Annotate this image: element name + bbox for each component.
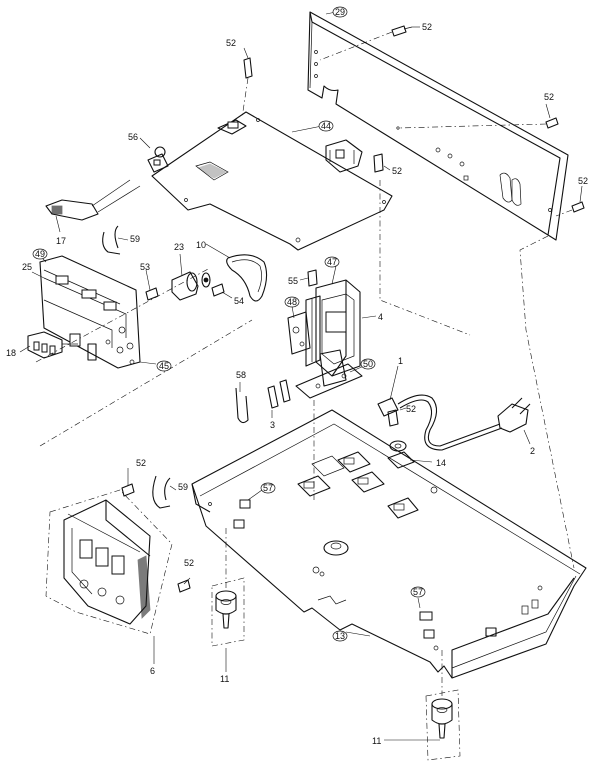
callout-48-text: 48 (287, 297, 297, 307)
screw-52-rear-right (545, 117, 559, 129)
part-23-motor-pulley (171, 271, 211, 301)
callout-44: 44 (318, 120, 334, 132)
callout-58: 58 (236, 370, 246, 380)
part-11-foot-right (425, 650, 461, 761)
callout-57-upper-text: 57 (263, 483, 273, 493)
callout-52-plate-right: 52 (392, 166, 402, 176)
part-14-bushing (387, 440, 415, 469)
callout-44-text: 44 (321, 121, 331, 131)
callout-56: 56 (128, 132, 138, 142)
callout-59-top: 59 (130, 234, 140, 244)
callout-55: 55 (288, 276, 298, 286)
callout-14: 14 (436, 458, 446, 468)
part-56-knob (147, 146, 169, 173)
part-59-clip-top (102, 225, 121, 255)
screw-55 (307, 269, 318, 287)
callout-29-text: 29 (335, 7, 345, 17)
part-18-connectors (27, 331, 78, 359)
screw-52-rear-top (391, 25, 413, 37)
callout-59-lower: 59 (178, 482, 188, 492)
callout-3: 3 (270, 420, 275, 430)
part-3-fuses (267, 379, 291, 409)
callout-47: 47 (324, 256, 340, 268)
screw-53 (145, 287, 159, 301)
part-59-clip-lower (152, 475, 171, 509)
callout-2: 2 (530, 446, 535, 456)
callout-17: 17 (56, 236, 66, 246)
callout-48: 48 (284, 296, 300, 308)
part-58-clip (235, 387, 249, 424)
top-pcb-plate (151, 111, 393, 251)
callout-45: 45 (156, 360, 172, 372)
callout-47-text: 47 (327, 257, 337, 267)
callout-10: 10 (196, 240, 206, 250)
callout-11-right: 11 (372, 736, 381, 746)
callout-13-text: 13 (335, 631, 345, 641)
part-10-belt (226, 254, 268, 302)
callout-49: 49 (32, 248, 48, 260)
callout-labels: 29 52 52 52 52 56 44 52 17 59 49 25 53 2… (6, 6, 588, 746)
callout-29: 29 (332, 6, 348, 18)
screw-52-mech-top (121, 483, 135, 497)
part-17-switch (45, 179, 141, 221)
callout-52-plate-top: 52 (226, 38, 236, 48)
callout-54: 54 (234, 296, 244, 306)
screw-52-rear-bottom (571, 201, 585, 213)
callout-57-lower: 57 (410, 586, 426, 598)
callout-1: 1 (398, 356, 403, 366)
callout-52-chassis: 52 (406, 404, 416, 414)
rear-panel (307, 11, 569, 241)
part-48-bracket (287, 311, 311, 355)
callout-52-rear-bottom: 52 (578, 176, 588, 186)
callout-50: 50 (360, 358, 376, 370)
callout-4: 4 (378, 312, 383, 322)
part-11-foot-left (211, 528, 245, 647)
callout-49-text: 49 (35, 249, 45, 259)
callout-57-lower-text: 57 (413, 587, 423, 597)
callout-53: 53 (140, 262, 150, 272)
screw-52-chassis (387, 409, 399, 427)
callout-52-rear-top: 52 (422, 22, 432, 32)
callout-57-upper: 57 (260, 482, 276, 494)
callout-45-text: 45 (159, 361, 169, 371)
part-6-cd-mechanism (45, 489, 173, 635)
callout-11-left: 11 (220, 674, 229, 684)
callout-18: 18 (6, 348, 16, 358)
callout-25: 25 (22, 262, 32, 272)
callout-52-rear-right: 52 (544, 92, 554, 102)
screw-52-plate-right (373, 153, 384, 173)
leader-lines (19, 11, 583, 741)
callout-6: 6 (150, 666, 155, 676)
callout-13: 13 (332, 630, 348, 642)
part-1-2-power-cord (377, 394, 531, 451)
part-54-screw (211, 283, 225, 297)
callout-23: 23 (174, 242, 184, 252)
callout-52-mech-top: 52 (136, 458, 146, 468)
screw-52-plate-top (241, 57, 253, 119)
main-chassis (191, 409, 587, 679)
callout-50-text: 50 (363, 359, 373, 369)
screw-52-mech-bottom (177, 579, 191, 593)
callout-52-mech-bottom: 52 (184, 558, 194, 568)
part-50-plate (295, 363, 363, 399)
